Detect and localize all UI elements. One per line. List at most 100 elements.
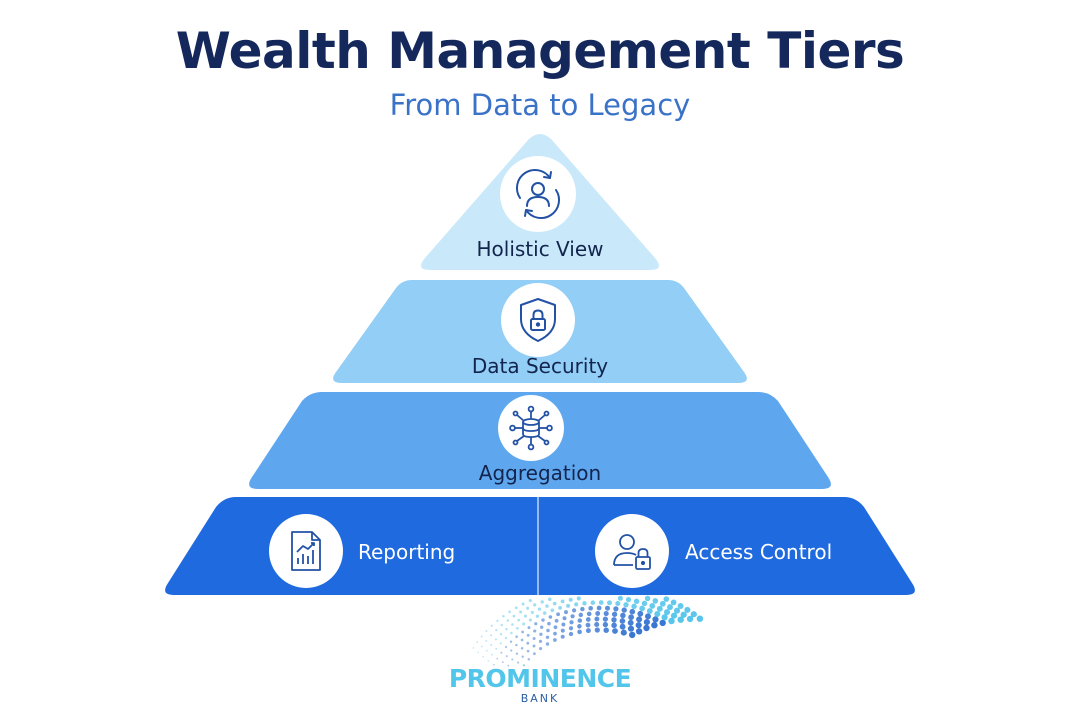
logo-dot — [568, 597, 573, 602]
logo-dot — [490, 624, 493, 627]
logo-dot — [526, 606, 530, 610]
logo-dot — [516, 626, 519, 630]
logo-dot — [643, 624, 650, 632]
logo-dot — [663, 609, 671, 616]
logo-dot — [495, 647, 498, 650]
logo-dot — [607, 600, 612, 606]
page-subtitle: From Data to Legacy — [389, 88, 691, 122]
logo-dot — [505, 627, 508, 631]
logo-dot — [663, 596, 670, 602]
logo-dot — [641, 600, 648, 607]
logo-dot — [545, 604, 549, 608]
logo-dot — [568, 626, 574, 631]
logo-dot — [515, 635, 518, 638]
logo-dot — [530, 610, 534, 614]
logo-dot — [505, 655, 508, 658]
tier-label-data-security: Data Security — [471, 354, 609, 378]
logo-dot — [546, 628, 550, 633]
logo-dot — [481, 645, 483, 648]
logo-dot — [533, 629, 537, 633]
logo-dot — [520, 647, 524, 650]
logo-dot — [501, 661, 504, 664]
logo-dot — [577, 618, 583, 623]
logo-dot — [590, 600, 596, 605]
logo-subtext: BANK — [520, 692, 560, 705]
logo-dot — [540, 625, 544, 629]
logo-dot — [684, 606, 691, 613]
logo-dot — [535, 614, 540, 618]
logo-dot — [487, 660, 490, 662]
logo-dot — [482, 655, 485, 658]
logo-dot — [572, 608, 577, 613]
logo-dot — [526, 641, 530, 645]
logo-dot — [548, 597, 552, 601]
logo-dot — [680, 611, 687, 618]
logo-dot — [553, 638, 557, 642]
logo-dot — [598, 600, 604, 605]
logo-dot — [552, 601, 557, 606]
logo-dot — [667, 604, 673, 611]
logo-dot — [494, 638, 497, 641]
shield-lock-icon — [520, 298, 556, 342]
logo-dot — [637, 610, 644, 617]
logo-dot — [480, 635, 483, 638]
logo-dot — [509, 640, 513, 643]
logo-dot — [493, 663, 495, 666]
logo-dot — [611, 611, 618, 617]
logo-dot — [541, 618, 545, 622]
logo-dot — [577, 629, 582, 635]
logo-dot — [560, 599, 565, 604]
logo-dot — [495, 628, 498, 632]
logo-dot — [629, 631, 636, 639]
logo-dot — [612, 628, 618, 634]
logo-dot — [611, 622, 617, 629]
logo-dot — [594, 621, 600, 628]
base-label-reporting: Reporting — [358, 540, 456, 564]
logo-dot — [508, 610, 511, 614]
logo-dot — [510, 649, 513, 652]
logo-dot — [677, 603, 684, 609]
logo-dot — [605, 605, 610, 611]
logo-dot — [491, 653, 493, 656]
logo-dot — [623, 602, 629, 608]
logo-dot — [690, 611, 697, 618]
logo-dot — [477, 651, 479, 654]
database-network-icon — [509, 405, 553, 451]
logo-dot — [617, 595, 623, 601]
logo-dot — [533, 652, 536, 656]
logo-dot — [635, 622, 642, 629]
logo-dot — [526, 633, 530, 637]
logo-dot — [504, 636, 508, 640]
logo-dot — [568, 631, 574, 637]
logo-dot — [585, 622, 591, 628]
logo-dot — [490, 644, 493, 646]
logo-dot — [627, 625, 635, 632]
logo-dot — [526, 649, 530, 653]
logo-dot — [521, 655, 524, 658]
logo-dot — [538, 639, 543, 644]
tier-icon-circle — [269, 514, 343, 588]
logo-dot — [619, 618, 626, 624]
logo-dot — [646, 608, 653, 614]
logo-dot — [670, 599, 677, 606]
logo-dot — [523, 614, 527, 618]
logo-dot — [576, 596, 581, 601]
logo-dot — [511, 623, 514, 626]
logo-dot — [696, 615, 704, 622]
logo-dot — [540, 600, 544, 604]
logo-dot — [515, 643, 518, 647]
logo-dot — [515, 652, 519, 655]
logo-dot — [633, 598, 640, 604]
tier-icon-circle — [501, 283, 575, 357]
logo-dot — [545, 635, 550, 640]
logo-dot — [578, 612, 584, 618]
logo-dot — [652, 616, 659, 623]
logo-dot — [582, 601, 587, 606]
logo-dot — [586, 611, 592, 617]
tier-icon-circle — [595, 514, 669, 588]
logo-dot — [651, 622, 658, 629]
logo-dot — [615, 600, 621, 607]
logo-dot — [613, 606, 619, 612]
logo-dot — [499, 642, 502, 645]
logo-dot — [548, 615, 553, 619]
